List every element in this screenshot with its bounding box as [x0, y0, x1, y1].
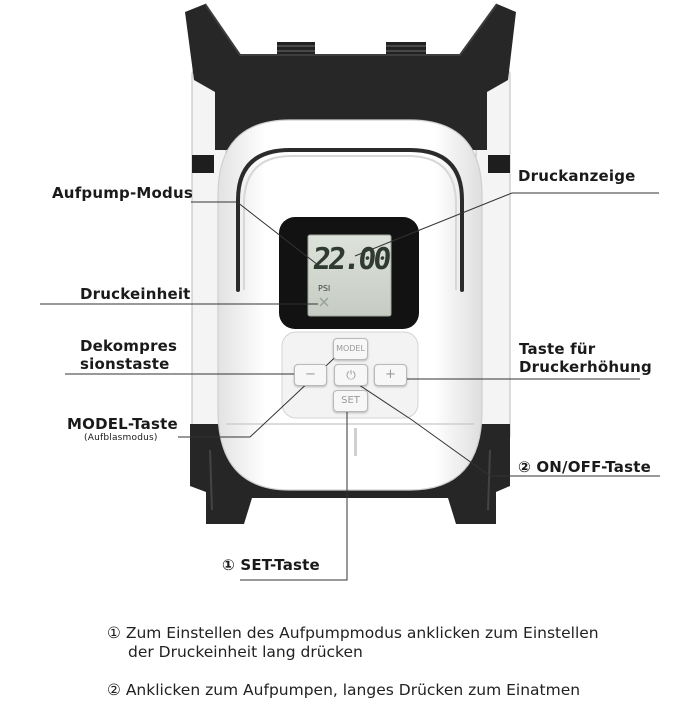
lcd-reading: 22.00	[311, 242, 391, 277]
model-button[interactable]: MODEL	[333, 338, 368, 360]
label-aufpump-modus: Aufpump-Modus	[52, 184, 193, 202]
lcd-unit: PSI	[318, 284, 331, 293]
power-button[interactable]: ⏻	[334, 364, 368, 386]
label-onoff-taste: ② ON/OFF-Taste	[518, 458, 652, 476]
label-taste-line1: Taste für	[519, 340, 596, 358]
label-model-taste-sub: (Aufblasmodus)	[84, 433, 158, 443]
note-1-line1: ① Zum Einstellen des Aufpumpmodus anklic…	[107, 624, 599, 642]
minus-button[interactable]: −	[294, 364, 327, 386]
label-druckanzeige: Druckanzeige	[518, 167, 636, 185]
note-1-line2: der Druckeinheit lang drücken	[128, 643, 363, 661]
label-dekompres-line2: sionstaste	[80, 355, 170, 373]
label-taste-line2: Druckerhöhung	[519, 358, 652, 376]
lcd-screen	[307, 234, 392, 317]
label-set-taste: ① SET-Taste	[222, 556, 320, 574]
label-model-taste: MODEL-Taste	[67, 415, 178, 433]
note-2: ② Anklicken zum Aufpumpen, langes Drücke…	[107, 681, 581, 699]
set-button[interactable]: SET	[333, 390, 368, 412]
housing-top	[185, 4, 516, 150]
label-dekompres-line1: Dekompres	[80, 337, 178, 355]
label-druckeinheit: Druckeinheit	[80, 285, 191, 303]
leader-lines	[40, 192, 660, 581]
plus-button[interactable]: +	[374, 364, 407, 386]
